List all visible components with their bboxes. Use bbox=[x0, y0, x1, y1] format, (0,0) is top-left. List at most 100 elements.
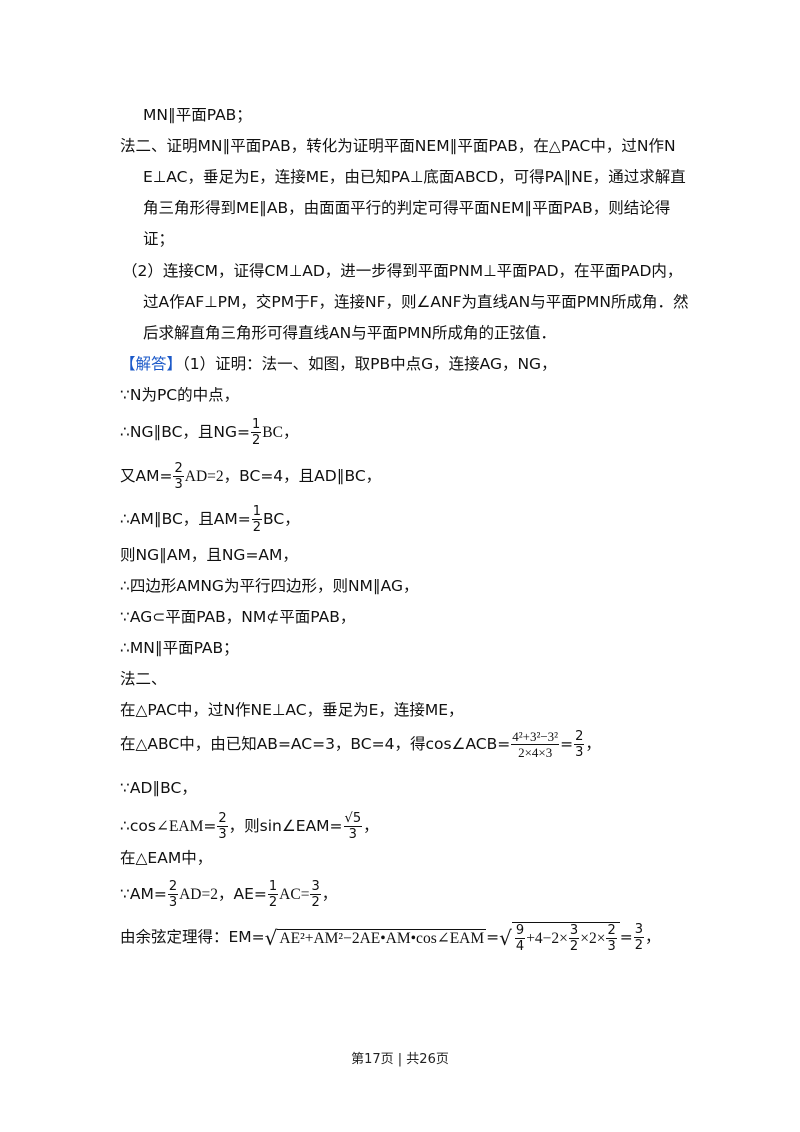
text-fragment: ， bbox=[363, 817, 379, 835]
text-fragment: 又AM= bbox=[120, 467, 173, 485]
text-line: ∵N为PC的中点， bbox=[120, 386, 240, 404]
text-fragment: ∠EAM bbox=[155, 818, 204, 835]
numerator: 1 bbox=[251, 504, 263, 520]
text-fragment: ， bbox=[321, 885, 338, 903]
denominator: 3 bbox=[218, 827, 227, 842]
text-fragment: ， bbox=[645, 928, 661, 946]
text-fragment: AC= bbox=[279, 886, 310, 903]
text-line: ∵AG⊂平面PAB，NM⊄平面PAB， bbox=[120, 608, 356, 626]
denominator: 2 bbox=[569, 939, 579, 954]
numerator: 4²+3²−3² bbox=[511, 729, 560, 745]
denominator: 3 bbox=[174, 477, 183, 492]
text-fragment: ， bbox=[585, 735, 601, 753]
numerator: 3 bbox=[310, 879, 321, 895]
text-fragment: AD=2 bbox=[184, 468, 224, 485]
text-fragment: ，AE= bbox=[218, 885, 267, 903]
numerator: 2 bbox=[167, 879, 179, 895]
denominator: 3 bbox=[575, 745, 584, 760]
text-line: 证； bbox=[143, 230, 175, 248]
text-line: MN∥平面PAB； bbox=[143, 106, 252, 124]
numerator: 9 bbox=[514, 923, 526, 939]
text-fragment: （1）证明：法一、如图，取PB中点G，连接AG，NG， bbox=[182, 355, 557, 373]
radical-sign: √ bbox=[264, 925, 278, 950]
text-fragment: +4−2× bbox=[526, 930, 568, 947]
radical-sign: √ bbox=[499, 925, 512, 950]
text-fragment: 在△ABC中，由已知AB=AC=3，BC=4，得cos∠ACB= bbox=[120, 735, 511, 753]
solution-tag: 【解答】 bbox=[120, 355, 183, 373]
numerator: 1 bbox=[267, 879, 279, 895]
text-fragment: = bbox=[203, 817, 217, 835]
square-root: √AE²+AM²−2AE•AM•cos∠EAM bbox=[265, 928, 487, 948]
text-line: 角三角形得到ME∥AB，由面面平行的判定可得平面NEM∥平面PAB，则结论得 bbox=[143, 199, 671, 217]
denominator: 4 bbox=[515, 939, 525, 954]
text-line: 后求解直角三角形可得直线AN与平面PMN所成角的正弦值． bbox=[143, 324, 557, 342]
text-fragment: ，BC=4，且AD∥BC， bbox=[223, 467, 382, 485]
text-fragment: ，则sin∠EAM= bbox=[228, 817, 343, 835]
numerator: 2 bbox=[217, 811, 228, 827]
text-line: 则NG∥AM，且NG=AM， bbox=[120, 546, 298, 564]
formula-line: 在△ABC中，由已知AB=AC=3，BC=4，得cos∠ACB=4²+3²−3²… bbox=[120, 730, 601, 759]
numerator: 2 bbox=[173, 461, 184, 477]
text-fragment: ×2× bbox=[580, 930, 606, 947]
numerator: 1 bbox=[251, 417, 262, 433]
denominator: 3 bbox=[168, 895, 178, 910]
numerator: 2 bbox=[574, 729, 585, 745]
denominator: 2 bbox=[311, 895, 320, 910]
radicand: AE²+AM²−2AE•AM•cos∠EAM bbox=[277, 928, 487, 947]
solution-heading: 【解答】（1）证明：法一、如图，取PB中点G，连接AG，NG， bbox=[120, 355, 557, 373]
numerator: 3 bbox=[633, 922, 644, 938]
denominator: 2 bbox=[268, 895, 278, 910]
numerator: 2 bbox=[606, 923, 617, 939]
text-line: 过A作AF⊥PM，交PM于F，连接NF，则∠ANF为直线AN与平面PMN所成角．… bbox=[143, 293, 689, 311]
text-line: 在△EAM中， bbox=[120, 849, 213, 867]
denominator: 2 bbox=[634, 938, 643, 953]
text-line: ∴四边形AMNG为平行四边形，则NM∥AG， bbox=[120, 577, 419, 595]
text-fragment: = bbox=[486, 928, 500, 946]
text-fragment: = bbox=[619, 928, 633, 946]
text-fragment: 由余弦定理得：EM= bbox=[120, 928, 265, 946]
text-fragment: BC， bbox=[263, 510, 300, 528]
denominator: 3 bbox=[348, 827, 357, 842]
text-fragment: AD=2 bbox=[179, 886, 218, 903]
denominator: 2 bbox=[252, 520, 262, 535]
text-fragment: ∵AM= bbox=[120, 885, 167, 903]
text-fragment: ∴NG∥BC，且NG= bbox=[120, 423, 250, 441]
denominator: 3 bbox=[607, 939, 616, 954]
text-line: E⊥AC，垂足为E，连接ME，由已知PA⊥底面ABCD，可得PA∥NE，通过求解… bbox=[143, 168, 686, 186]
denominator: 2×4×3 bbox=[518, 745, 553, 760]
numerator: 3 bbox=[568, 923, 580, 939]
text-line: （2）连接CM，证得CM⊥AD，进一步得到平面PNM⊥平面PAD，在平面PAD内… bbox=[122, 262, 683, 280]
text-fragment: = bbox=[560, 735, 574, 753]
text-fragment: ∴cos bbox=[120, 817, 156, 835]
text-fragment: BC， bbox=[262, 424, 299, 441]
numerator: √5 bbox=[343, 811, 363, 827]
text-line: 法二、 bbox=[120, 670, 167, 688]
page-footer: 第17页 | 共26页 bbox=[351, 1052, 449, 1067]
text-line: ∴MN∥平面PAB； bbox=[120, 639, 239, 657]
text-line: ∵AD∥BC， bbox=[120, 779, 197, 797]
text-fragment: ∴AM∥BC，且AM= bbox=[120, 510, 251, 528]
denominator: 2 bbox=[252, 433, 261, 448]
text-line: 法二、证明MN∥平面PAB，转化为证明平面NEM∥平面PAB，在△PAC中，过N… bbox=[120, 137, 676, 155]
